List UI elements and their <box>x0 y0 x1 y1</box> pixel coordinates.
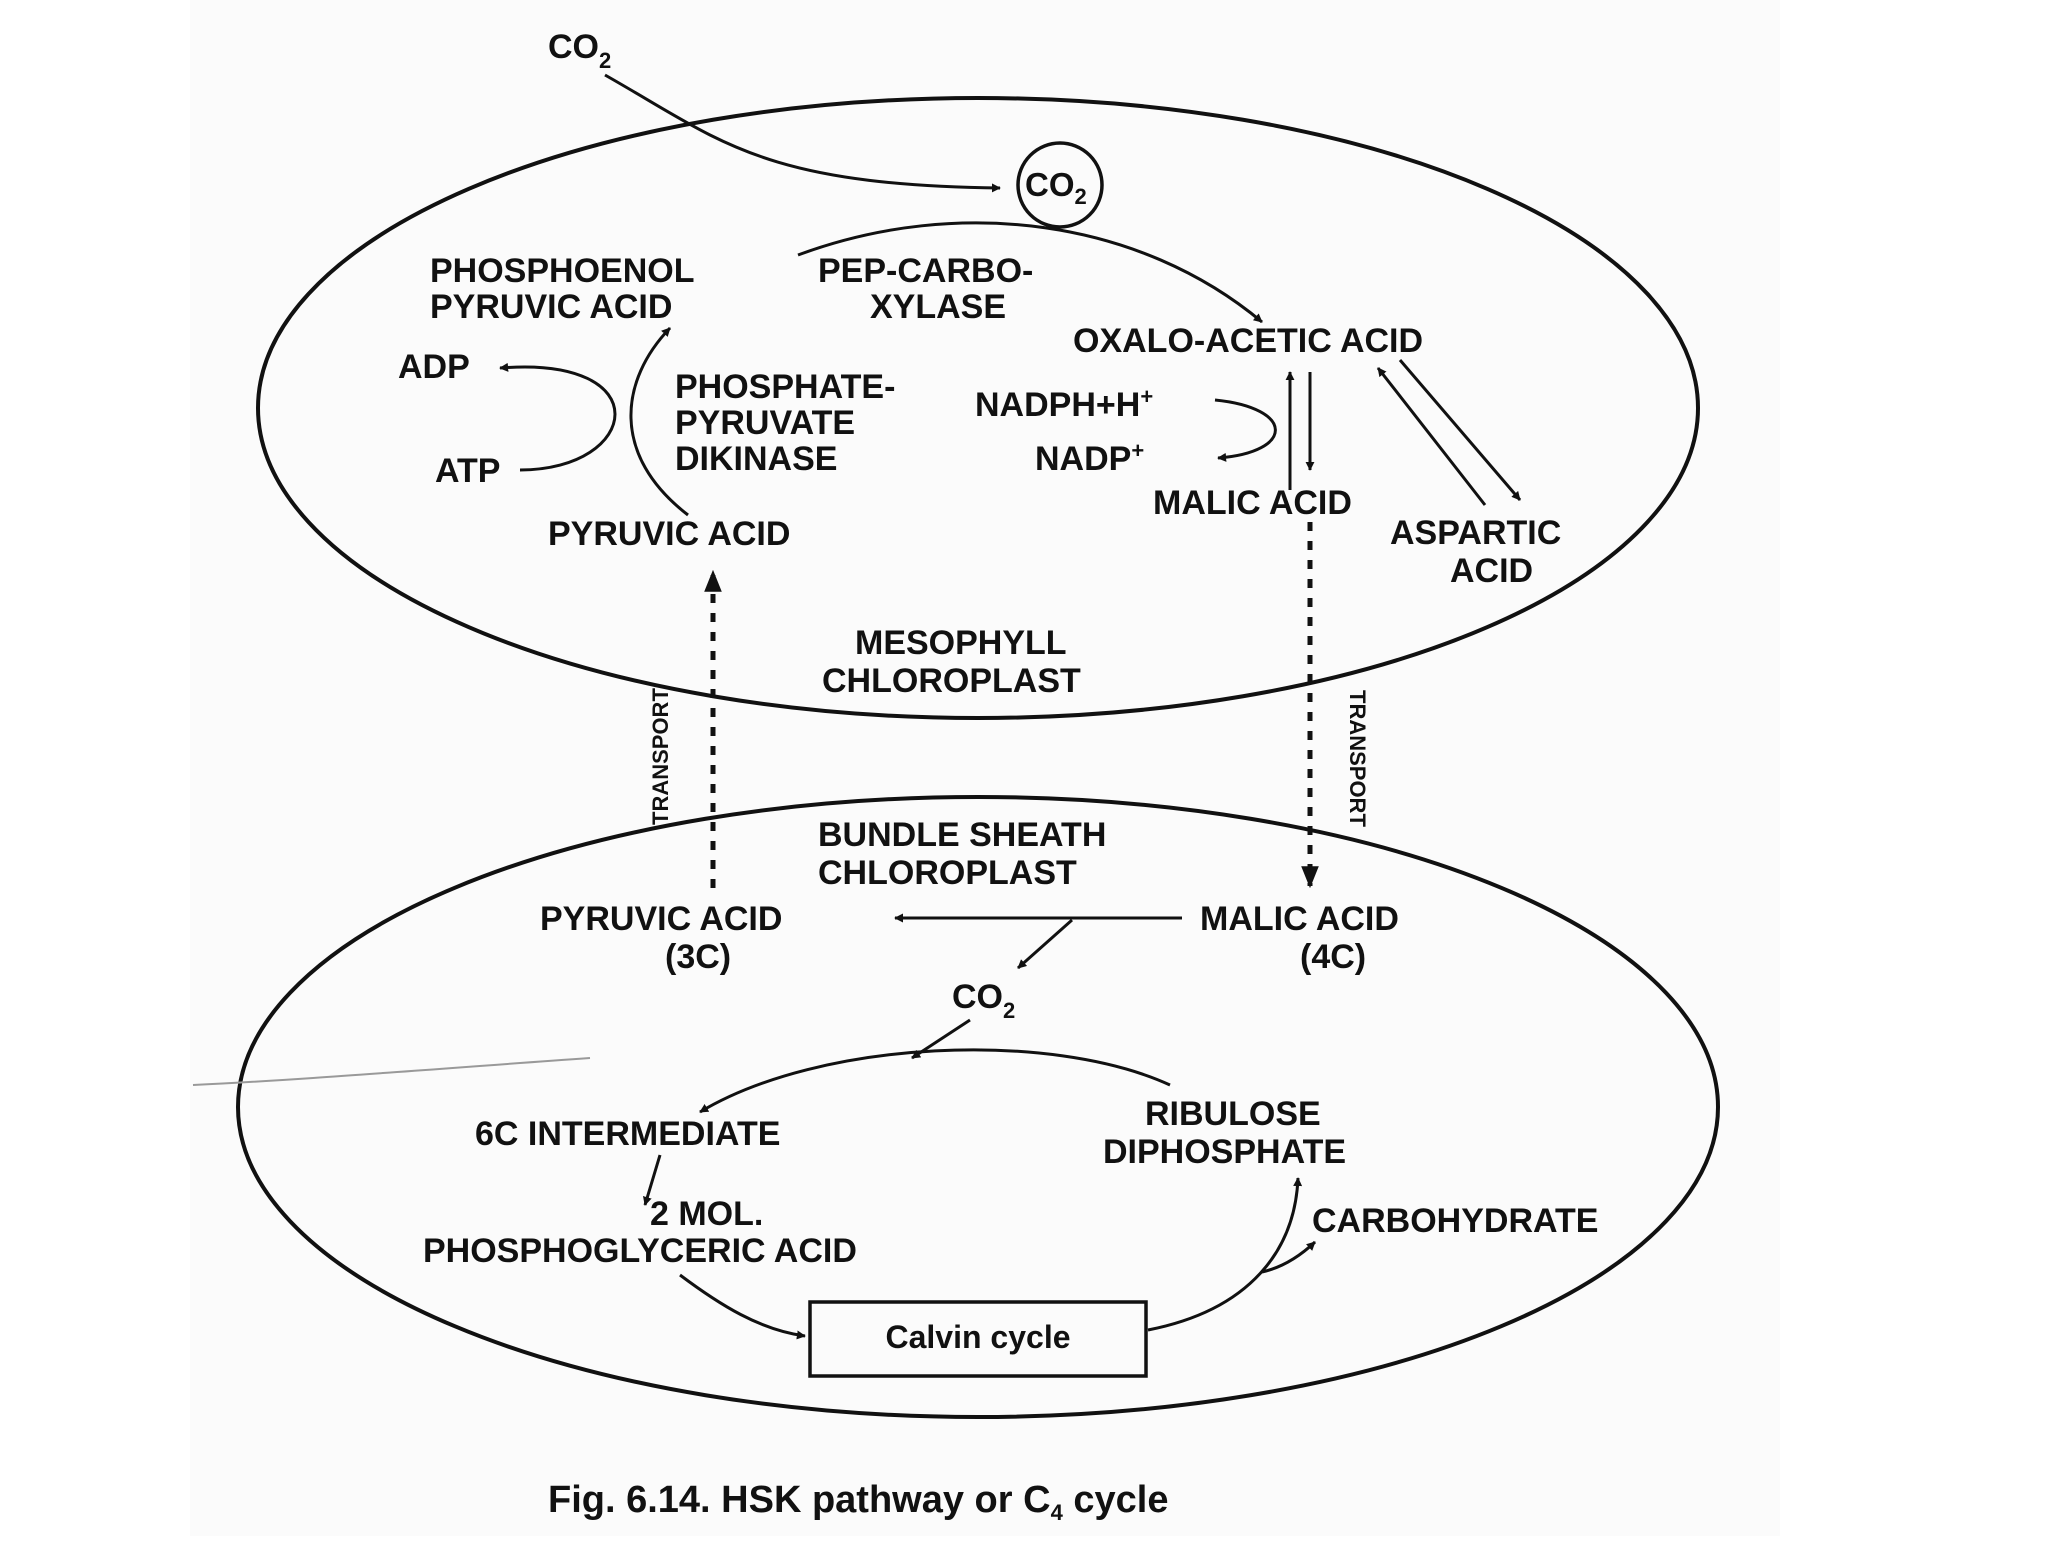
calvin-cycle-label: Calvin cycle <box>886 1319 1071 1355</box>
co2-circle-label: CO2 <box>1025 166 1087 209</box>
aspartic-label-1: ASPARTIC <box>1390 514 1561 552</box>
decarboxylation-arrow <box>1017 918 1073 970</box>
bundle-sheath-chloroplast-ellipse <box>236 795 1720 1419</box>
ribulose-label: RIBULOSE <box>1145 1095 1321 1133</box>
bundle-sheath-label-1: BUNDLE SHEATH <box>818 816 1106 854</box>
pyruvic-acid-bundle-label: PYRUVIC ACID <box>540 900 782 938</box>
co2-top-label: CO2 <box>548 28 611 73</box>
pyruvic-to-pep-arrow <box>629 326 689 517</box>
aspartic-label-2: ACID <box>1450 552 1533 590</box>
mesophyll-label-2: CHLOROPLAST <box>822 662 1081 700</box>
pyruvic-3c-label: (3C) <box>665 938 731 976</box>
transport-right-label: TRANSPORT <box>1345 690 1370 827</box>
co2-entry-arrow <box>604 73 1001 193</box>
nadp-label: NADP+ <box>1035 438 1144 478</box>
calvin-to-rudp-arrow <box>1147 1177 1303 1332</box>
aspartic-to-oaa-arrow <box>1376 367 1487 506</box>
phosphoenol-label: PHOSPHOENOL <box>430 252 694 290</box>
atp-label: ATP <box>435 452 500 490</box>
6c-to-pga-arrow <box>643 1154 662 1206</box>
atp-to-adp-arrow <box>499 362 617 472</box>
diphosphate-label: DIPHOSPHATE <box>1103 1133 1346 1171</box>
oaa-to-aspartic-arrow <box>1398 359 1522 501</box>
co2-bundle-label: CO2 <box>952 978 1015 1023</box>
adp-label: ADP <box>398 348 470 386</box>
malic-4c-label: (4C) <box>1300 938 1366 976</box>
to-carbohydrate-arrow <box>1261 1240 1317 1274</box>
ppdk-label-2: PYRUVATE <box>675 404 855 442</box>
pga-label-1: 2 MOL. <box>650 1195 763 1233</box>
pga-to-calvin-arrow <box>679 1273 806 1340</box>
oxaloacetic-acid-label: OXALO-ACETIC ACID <box>1073 322 1423 360</box>
pyruvic-acid-mesophyll-label: PYRUVIC ACID <box>548 515 790 553</box>
pep-carboxylase-label-2: XYLASE <box>870 288 1006 326</box>
transport-left-label: TRANSPORT <box>648 688 673 825</box>
mesophyll-chloroplast-ellipse <box>256 96 1700 720</box>
co2-circle <box>1016 141 1104 229</box>
ppdk-label-3: DIKINASE <box>675 440 837 478</box>
six-c-intermediate-label: 6C INTERMEDIATE <box>475 1115 780 1153</box>
figure-caption: Fig. 6.14. HSK pathway or C4 cycle <box>548 1479 1168 1525</box>
nadph-to-nadp-arrow <box>1214 398 1277 462</box>
malic-acid-mesophyll-label: MALIC ACID <box>1153 484 1352 522</box>
pga-label-2: PHOSPHOGLYCERIC ACID <box>423 1232 857 1270</box>
carbohydrate-label: CARBOHYDRATE <box>1312 1202 1598 1240</box>
malic-acid-bundle-label: MALIC ACID <box>1200 900 1399 938</box>
mesophyll-label-1: MESOPHYLL <box>855 624 1067 662</box>
pyruvic-acid-label-pep: PYRUVIC ACID <box>430 288 672 326</box>
scan-artifact-line <box>192 1057 591 1086</box>
pep-carboxylase-label-1: PEP-CARBO- <box>818 252 1033 290</box>
paper-panel <box>190 0 1780 1536</box>
calvin-cycle-box <box>808 1300 1148 1378</box>
bundle-sheath-label-2: CHLOROPLAST <box>818 854 1077 892</box>
rudp-to-6c-arrow <box>699 1048 1171 1114</box>
ppdk-label-1: PHOSPHATE- <box>675 368 895 406</box>
nadph-label: NADPH+H+ <box>975 384 1153 424</box>
pep-to-oaa-arrow <box>797 221 1263 324</box>
